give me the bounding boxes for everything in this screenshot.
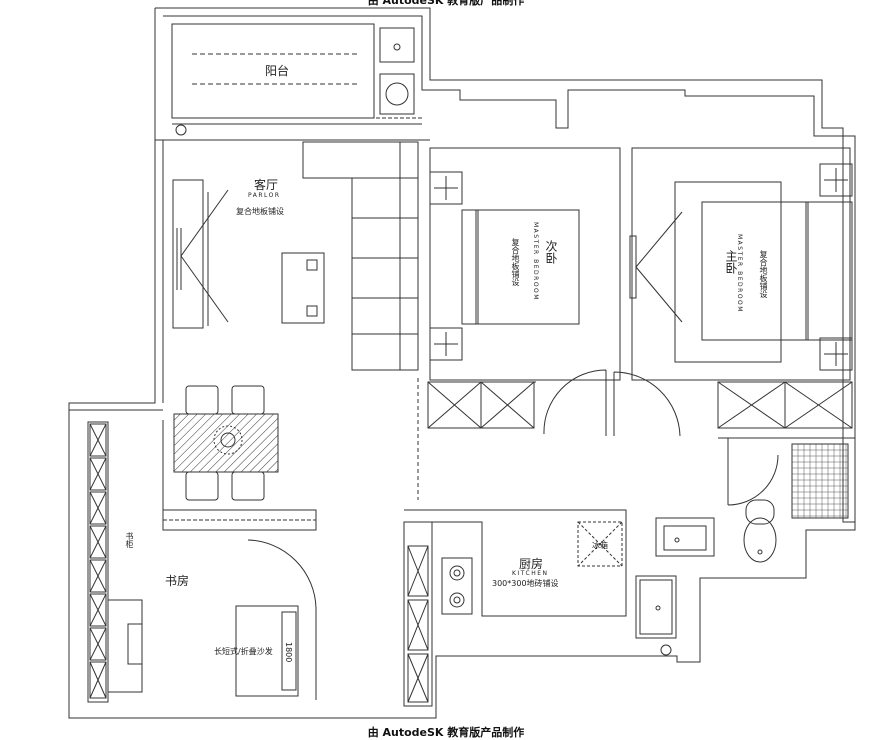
bookcase-label: 书柜 (125, 532, 134, 548)
master-bedroom (613, 147, 853, 437)
bottom-caption: 由 AutodeSK 教育版产品制作 (367, 726, 525, 739)
fridge-icon (577, 521, 623, 567)
stove-icon (441, 557, 473, 615)
master-bedroom-note: 复合地板铺设 (759, 250, 768, 298)
kitchen-sub: KITCHEN (512, 570, 549, 577)
master-bedroom-sub: MASTER BEDROOM (736, 234, 743, 313)
balcony (171, 23, 422, 136)
bathroom (655, 437, 855, 563)
shower-area (791, 443, 849, 519)
fridge-label: 冰箱 (592, 541, 608, 550)
study (69, 409, 317, 703)
dining-table (173, 385, 279, 501)
plant-icon (213, 425, 243, 455)
sofa-back (302, 141, 419, 179)
door-master (613, 371, 681, 437)
bed-second (475, 209, 580, 325)
door-second (543, 369, 607, 436)
bookcase (87, 421, 109, 703)
door-bath (727, 438, 779, 506)
second-bedroom-label: 次卧 (544, 240, 558, 264)
sofa-bed-dimension: 1800 (284, 642, 293, 663)
drain-icon-kitchen (660, 644, 672, 656)
master-bedroom-label: 主卧 (724, 250, 738, 274)
kitchen-note: 300*300地砖铺设 (492, 579, 559, 588)
drain-icon (175, 124, 187, 136)
tv-cabinet (172, 179, 204, 329)
second-bedroom (427, 147, 621, 436)
sofa-bed (235, 605, 299, 697)
balcony-label: 阳台 (265, 64, 290, 78)
kitchen-label: 厨房 (519, 557, 544, 571)
sofa-bed-label: 长短式/折叠沙发 (214, 647, 273, 656)
wash-basin (655, 517, 715, 557)
second-bedroom-sub: MASTER BEDROOM (532, 222, 539, 301)
washer-fixture (379, 73, 415, 115)
tv-master (629, 235, 637, 299)
sink-fixture (379, 27, 415, 63)
outer-walls (68, 7, 856, 719)
top-caption: 由 AutodeSK 教育版产品制作 (367, 0, 525, 7)
study-label: 书房 (165, 574, 190, 588)
desk (107, 599, 143, 693)
living-room (172, 141, 419, 500)
toilet-icon (743, 517, 777, 563)
living-room-sub: PARLOR (248, 192, 281, 199)
sofa (351, 177, 419, 371)
second-bedroom-note: 复合地板铺设 (511, 238, 520, 286)
kitchen (403, 509, 677, 707)
bed-master (701, 201, 809, 341)
coffee-table (281, 252, 325, 324)
living-room-note: 复合地板铺设 (236, 207, 284, 216)
kitchen-counter-left (403, 521, 433, 707)
toilet-tank (745, 499, 775, 525)
living-room-label: 客厅 (254, 178, 279, 192)
door-study (247, 539, 317, 700)
kitchen-sink (635, 575, 677, 639)
